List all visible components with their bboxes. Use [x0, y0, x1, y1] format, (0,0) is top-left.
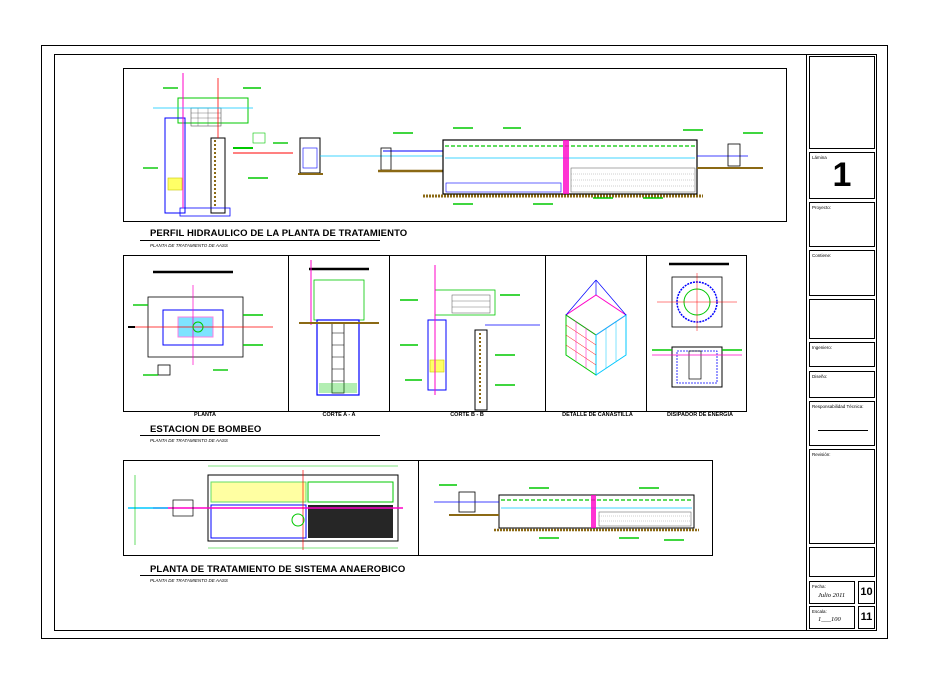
escala-label: Escala: — [812, 609, 827, 614]
logo-box — [809, 56, 875, 149]
anaerobico-plan-drawing — [128, 465, 403, 550]
estacion-divider-2 — [389, 255, 390, 412]
diseno-box — [809, 371, 875, 398]
estacion-divider-4 — [646, 255, 647, 412]
contiene-label: Contiene: — [812, 253, 832, 258]
caption-corte-a: CORTE A - A — [322, 412, 356, 418]
estacion-divider-1 — [288, 255, 289, 412]
proyecto-label: Proyecto: — [812, 205, 832, 210]
estacion-title-underline — [140, 435, 380, 436]
escala-value: 1___100 — [818, 616, 841, 623]
responsabilidad-box — [809, 401, 875, 446]
perfil-hidraulico-frame — [123, 68, 787, 222]
ingeniero-label: Ingeniero: — [812, 345, 833, 350]
corte-b-drawing — [400, 265, 540, 411]
sheet-current-box — [858, 581, 875, 604]
revision-box — [809, 449, 875, 544]
blank-box-2 — [809, 547, 875, 577]
diseno-label: Diseño: — [812, 374, 828, 379]
caption-canastilla: DETALLE DE CANASTILLA — [562, 412, 633, 418]
contiene-box — [809, 250, 875, 296]
anaerobico-divider — [418, 460, 419, 556]
sheet-total: 11 — [860, 611, 873, 623]
estacion-frame — [123, 255, 747, 412]
perfil-title: PERFIL HIDRAULICO DE LA PLANTA DE TRATAM… — [150, 228, 408, 239]
sheet-total-box — [858, 606, 875, 629]
perfil-subtitle: PLANTA DE TRATAMIENTO DE AASS — [150, 243, 228, 248]
corte-a-drawing — [299, 260, 379, 396]
perfil-title-underline — [140, 240, 380, 241]
lamina-label: Lámina — [812, 155, 827, 160]
blank-box — [809, 299, 875, 339]
estacion-title: ESTACION DE BOMBEO — [150, 424, 262, 435]
responsabilidad-line — [818, 430, 868, 431]
perfil-hidraulico-drawing — [143, 73, 763, 217]
canastilla-drawing — [565, 279, 627, 376]
anaerobico-section-drawing — [434, 484, 699, 541]
estacion-divider-3 — [545, 255, 546, 412]
fecha-value: Julio 2011 — [818, 592, 846, 599]
planta-drawing — [128, 270, 273, 376]
revision-label: Revisión: — [812, 452, 831, 457]
fecha-box — [809, 581, 855, 604]
caption-corte-b: CORTE B - B — [450, 412, 484, 418]
anaerobico-title-underline — [140, 575, 380, 576]
anaerobico-subtitle: PLANTA DE TRATAMIENTO DE AASS — [150, 578, 228, 583]
sheet-inner-border — [54, 54, 877, 631]
responsabilidad-label: Responsabilidad Técnica: — [812, 404, 864, 409]
ingeniero-box — [809, 342, 875, 367]
fecha-label: Fecha: — [812, 584, 826, 589]
caption-disipador: DISIPADOR DE ENERGIA — [667, 412, 733, 418]
estacion-subtitle: PLANTA DE TRATAMIENTO DE AASS — [150, 438, 228, 443]
escala-box — [809, 606, 855, 629]
lamina-number: 1 — [832, 156, 852, 194]
sheet-current: 10 — [860, 586, 873, 598]
proyecto-box — [809, 202, 875, 247]
lamina-box — [809, 152, 875, 199]
anaerobico-title: PLANTA DE TRATAMIENTO DE SISTEMA ANAEROB… — [150, 564, 406, 575]
disipador-drawing — [652, 262, 742, 388]
sheet-outer-border — [41, 45, 888, 639]
caption-planta: PLANTA — [194, 412, 216, 418]
title-block-divider — [806, 54, 807, 631]
